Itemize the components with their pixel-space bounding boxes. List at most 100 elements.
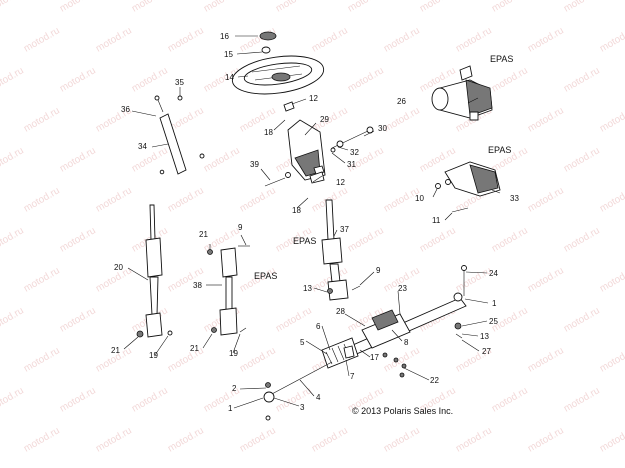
watermark-text: motod.ru — [346, 65, 386, 94]
watermark-text: motod.ru — [238, 345, 278, 374]
watermark-text: motod.ru — [130, 0, 170, 15]
label-37: 37 — [340, 225, 349, 234]
watermark-text: motod.ru — [382, 425, 422, 454]
watermark-text: motod.ru — [526, 25, 566, 54]
watermark-text: motod.ru — [526, 265, 566, 294]
watermark-text: motod.ru — [562, 0, 602, 15]
watermark-text: motod.ru — [202, 145, 242, 174]
label-12b: 12 — [336, 178, 345, 187]
watermark-text: motod.ru — [130, 145, 170, 174]
watermark-text: motod.ru — [310, 425, 350, 454]
intermediate-shaft-38 — [207, 245, 250, 336]
watermark-text: motod.ru — [562, 225, 602, 254]
watermark-text: motod.ru — [166, 25, 206, 54]
watermark-text: motod.ru — [526, 185, 566, 214]
epas-motor — [431, 65, 493, 121]
epas-bracket — [435, 161, 501, 213]
watermark-text: motod.ru — [94, 185, 134, 214]
watermark-text: motod.ru — [454, 265, 494, 294]
watermark-text: motod.ru — [166, 345, 206, 374]
label-19a: 19 — [149, 351, 158, 360]
label-23: 23 — [398, 284, 407, 293]
watermark-text: motod.ru — [58, 145, 98, 174]
label-36: 36 — [121, 105, 130, 114]
watermark-text: motod.ru — [58, 225, 98, 254]
label-6: 6 — [316, 322, 321, 331]
label-28: 28 — [336, 307, 345, 316]
leader-lines — [123, 35, 501, 409]
label-18a: 18 — [264, 128, 273, 137]
label-8: 8 — [404, 338, 409, 347]
label-22: 22 — [430, 376, 439, 385]
watermark-text: motod.ru — [22, 345, 62, 374]
label-2: 2 — [232, 384, 237, 393]
label-32: 32 — [350, 148, 359, 157]
label-9b: 9 — [376, 266, 381, 275]
watermark-text: motod.ru — [454, 425, 494, 454]
watermark-text: motod.ru — [94, 425, 134, 454]
watermark-text: motod.ru — [0, 385, 26, 414]
label-3: 3 — [300, 403, 305, 412]
watermark-text: motod.ru — [130, 65, 170, 94]
watermark-text: motod.ru — [166, 425, 206, 454]
steering-wheel — [231, 55, 325, 95]
label-epas-37: EPAS — [293, 236, 316, 246]
label-14: 14 — [225, 73, 234, 82]
watermark-text: motod.ru — [22, 105, 62, 134]
watermark-text: motod.ru — [58, 305, 98, 334]
label-21b: 21 — [111, 346, 120, 355]
watermark-text: motod.ru — [490, 225, 530, 254]
label-31: 31 — [347, 160, 356, 169]
watermark-text: motod.ru — [562, 305, 602, 334]
label-39: 39 — [250, 160, 259, 169]
label-1b: 1 — [228, 404, 233, 413]
watermark-text: motod.ru — [598, 345, 625, 374]
watermark-text: motod.ru — [418, 0, 458, 15]
watermark-text: motod.ru — [0, 145, 26, 174]
watermark-text: motod.ru — [310, 25, 350, 54]
label-10: 10 — [415, 194, 424, 203]
bolt-30 — [330, 126, 374, 153]
label-17: 17 — [370, 353, 379, 362]
watermark-text: motod.ru — [22, 265, 62, 294]
watermark-text: motod.ru — [166, 265, 206, 294]
watermark-text: motod.ru — [22, 25, 62, 54]
watermark-text: motod.ru — [562, 65, 602, 94]
label-12a: 12 — [309, 94, 318, 103]
label-4: 4 — [316, 393, 321, 402]
watermark-text: motod.ru — [598, 25, 625, 54]
label-34: 34 — [138, 142, 147, 151]
label-16: 16 — [220, 32, 229, 41]
watermark-text: motod.ru — [238, 185, 278, 214]
watermark-text: motod.ru — [130, 385, 170, 414]
watermark-text: motod.ru — [0, 65, 26, 94]
bolt-39 — [264, 172, 291, 187]
watermark-text: motod.ru — [0, 305, 26, 334]
label-epas-38: EPAS — [254, 271, 277, 281]
watermark-text: motod.ru — [598, 265, 625, 294]
watermark-text: motod.ru — [598, 105, 625, 134]
label-21c: 21 — [190, 344, 199, 353]
label-27: 27 — [482, 347, 491, 356]
center-cap — [259, 31, 277, 54]
label-35: 35 — [175, 78, 184, 87]
watermark-text: motod.ru — [490, 385, 530, 414]
watermark-text: motod.ru — [238, 25, 278, 54]
watermark-text: motod.ru — [598, 185, 625, 214]
label-7: 7 — [350, 372, 355, 381]
label-13a: 13 — [303, 284, 312, 293]
watermark-text: motod.ru — [94, 25, 134, 54]
label-20: 20 — [114, 263, 123, 272]
watermark-text: motod.ru — [598, 425, 625, 454]
watermark-text: motod.ru — [526, 425, 566, 454]
watermark-text: motod.ru — [526, 345, 566, 374]
intermediate-shaft-20 — [136, 204, 173, 338]
column-bracket — [283, 101, 326, 184]
watermark-text: motod.ru — [418, 225, 458, 254]
watermark-text: motod.ru — [58, 65, 98, 94]
tie-rod — [263, 361, 333, 421]
watermark-text: motod.ru — [58, 385, 98, 414]
label-25: 25 — [489, 317, 498, 326]
watermark-text: motod.ru — [274, 305, 314, 334]
